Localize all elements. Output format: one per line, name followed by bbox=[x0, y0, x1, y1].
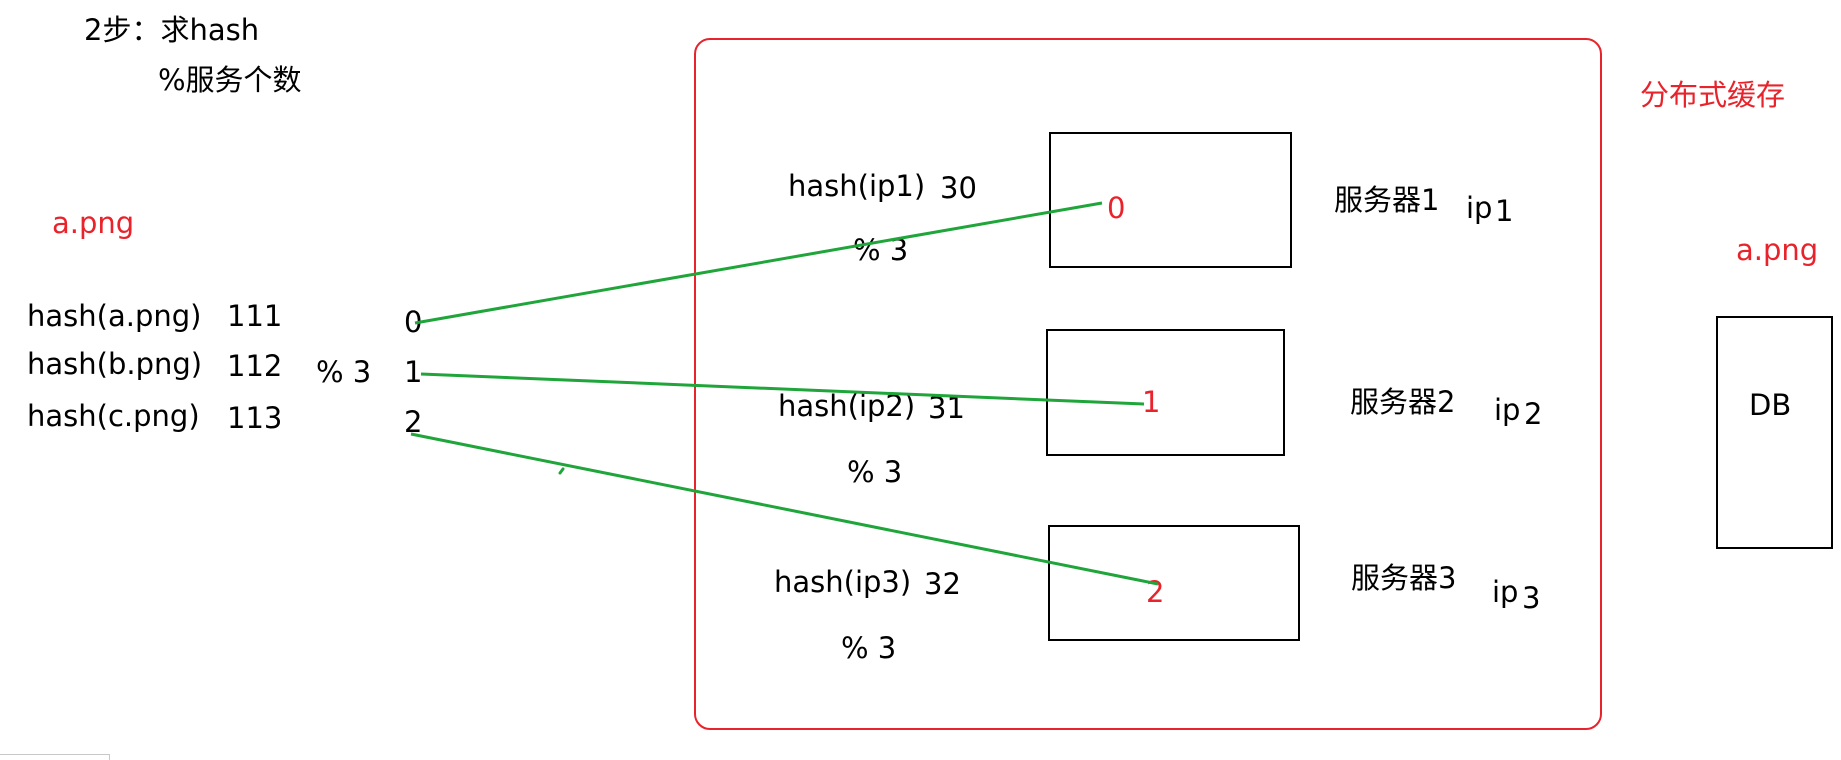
key-modulo: % 3 bbox=[316, 355, 372, 389]
server-slot-number: 0 bbox=[1107, 191, 1126, 225]
server-hash-value: 30 bbox=[940, 171, 977, 205]
key-hash-value: 111 bbox=[227, 299, 283, 333]
server-name: 服务器3 bbox=[1351, 561, 1457, 595]
step-title: 2步：求hash bbox=[84, 13, 260, 47]
key-hash-expr: hash(c.png) bbox=[27, 399, 200, 433]
key-hash-expr: hash(a.png) bbox=[27, 299, 202, 333]
cluster-label: 分布式缓存 bbox=[1640, 78, 1786, 112]
key-hash-expr: hash(b.png) bbox=[27, 347, 203, 381]
server-hash-expr: hash(ip2) bbox=[778, 389, 916, 423]
server-ip-label: ip bbox=[1466, 191, 1493, 225]
db-file-label: a.png bbox=[1736, 233, 1819, 267]
key-hash-result: 0 bbox=[404, 305, 423, 339]
window-corner bbox=[0, 754, 110, 760]
server-name: 服务器1 bbox=[1334, 183, 1440, 217]
server-slot-box bbox=[1046, 329, 1285, 456]
server-ip-number: 3 bbox=[1522, 581, 1541, 615]
server-modulo: % 3 bbox=[841, 631, 897, 665]
server-modulo: % 3 bbox=[853, 233, 909, 267]
server-modulo: % 3 bbox=[847, 455, 903, 489]
step-modulo-note: %服务个数 bbox=[158, 63, 302, 97]
server-ip-label: ip bbox=[1492, 575, 1519, 609]
server-name: 服务器2 bbox=[1350, 385, 1456, 419]
key-hash-value: 112 bbox=[227, 349, 283, 383]
server-hash-value: 31 bbox=[928, 391, 965, 425]
server-ip-number: 2 bbox=[1524, 397, 1543, 431]
db-label: DB bbox=[1749, 388, 1792, 422]
server-ip-number: 1 bbox=[1495, 194, 1514, 228]
stray-mark bbox=[558, 467, 565, 475]
server-hash-value: 32 bbox=[924, 567, 961, 601]
key-hash-result: 1 bbox=[404, 355, 423, 389]
key-hash-result: 2 bbox=[404, 405, 423, 439]
server-hash-expr: hash(ip3) bbox=[774, 565, 912, 599]
server-hash-expr: hash(ip1) bbox=[788, 169, 926, 203]
server-ip-label: ip bbox=[1494, 393, 1521, 427]
server-slot-number: 1 bbox=[1142, 385, 1161, 419]
key-hash-value: 113 bbox=[227, 401, 283, 435]
server-slot-box bbox=[1049, 132, 1292, 268]
server-slot-box bbox=[1048, 525, 1300, 641]
left-file-label: a.png bbox=[52, 206, 135, 240]
db-box bbox=[1716, 316, 1833, 549]
server-slot-number: 2 bbox=[1146, 575, 1165, 609]
